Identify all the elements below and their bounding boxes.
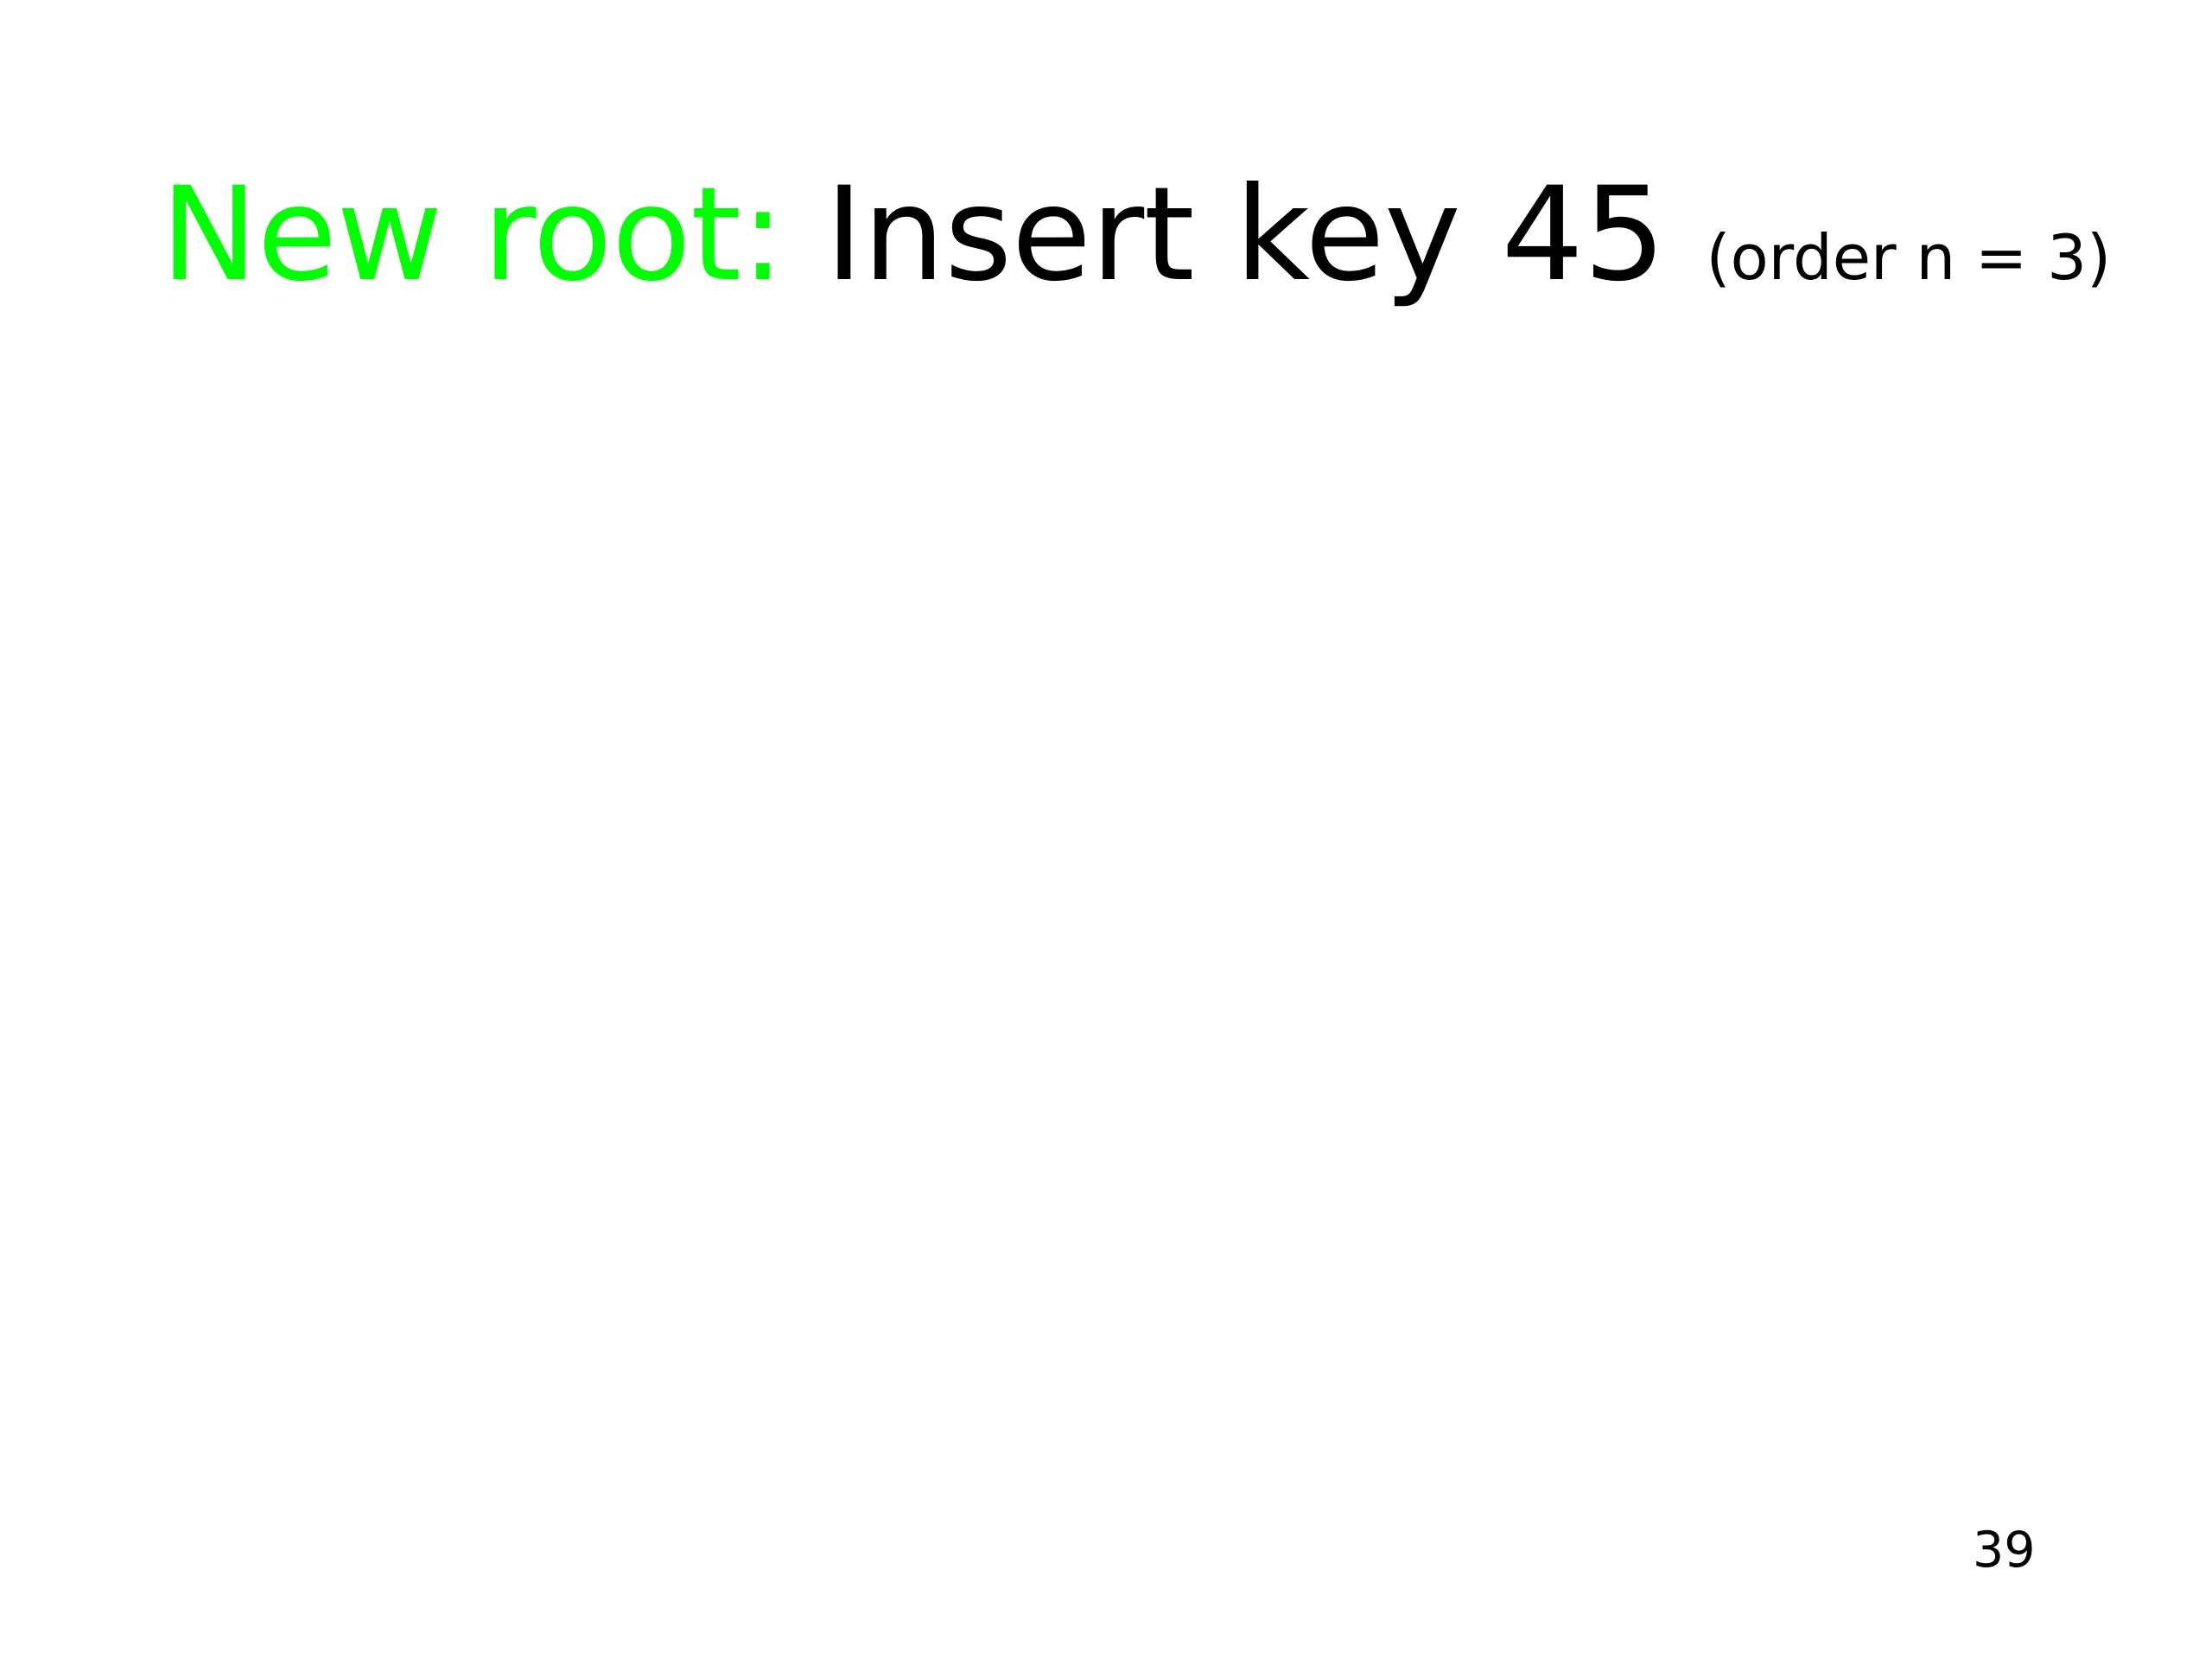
page-number: 39 xyxy=(1973,1522,2036,1579)
page-title: New root: Insert key 45 (order n = 3) xyxy=(161,170,2111,300)
title-accent-text: New root: xyxy=(161,159,785,310)
slide-body-content xyxy=(161,259,2096,1469)
title-main-text: Insert key 45 xyxy=(824,159,1666,310)
title-note-text: (order n = 3) xyxy=(1706,220,2112,294)
